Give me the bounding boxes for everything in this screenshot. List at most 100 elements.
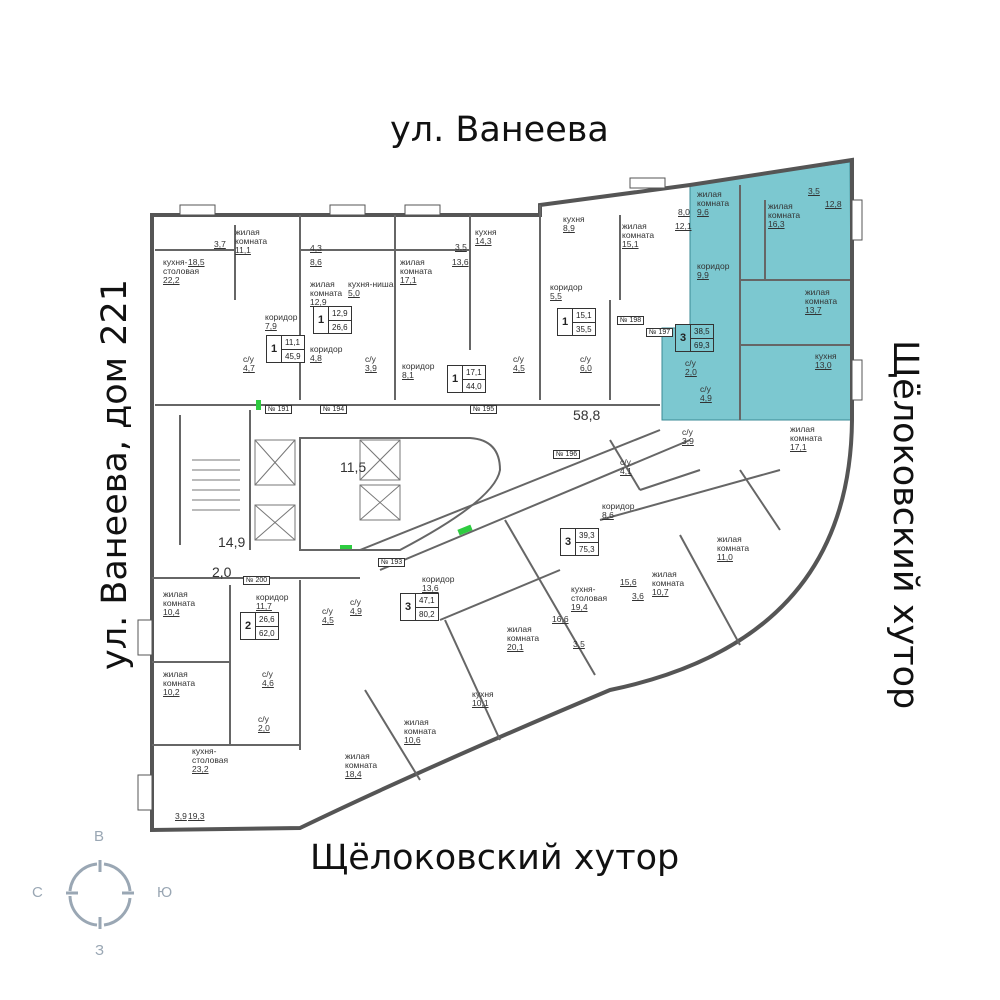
room-area: 7,9: [265, 321, 277, 331]
room-area: 4,5: [322, 615, 334, 625]
room-name: комната: [622, 230, 655, 240]
room-name: жилая: [507, 624, 532, 634]
room-area: 22,2: [163, 275, 180, 285]
room-name: жилая: [345, 751, 370, 761]
room-area: 13,7: [805, 305, 822, 315]
room-label: 12,1: [675, 222, 692, 231]
room-name: коридор: [602, 501, 635, 511]
room-label: 8,0: [678, 208, 690, 217]
room-area: 4,5: [513, 363, 525, 373]
room-area: 10,1: [472, 698, 489, 708]
room-area: 8,6: [602, 510, 614, 520]
room-area: 18,4: [345, 769, 362, 779]
compass-south-label: З: [95, 942, 105, 959]
total-area: 80,2: [419, 610, 435, 619]
room-label: 13,6: [452, 258, 469, 267]
elevator-marker: [340, 545, 352, 549]
room-area: 11,1: [235, 245, 251, 255]
room-area: 5,5: [550, 291, 562, 301]
living-area: 39,3: [576, 529, 598, 543]
room-name: жилая: [652, 569, 677, 579]
elevator-marker: [256, 400, 261, 410]
room-label: 3,6: [632, 592, 644, 601]
living-area: 38,5: [691, 325, 713, 339]
room-name: с/у: [243, 354, 254, 364]
room-area: 3,5: [455, 242, 467, 252]
room-name: коридор: [256, 592, 289, 602]
room-name: коридор: [310, 344, 343, 354]
room-name: жилая: [310, 279, 335, 289]
apartment-number: № 198: [617, 316, 645, 325]
room-area: 4,9: [350, 606, 362, 616]
apartment-number: № 195: [470, 405, 498, 414]
room-area: 11,0: [717, 552, 733, 562]
room-name: комната: [768, 210, 801, 220]
room-area: 16,6: [552, 614, 569, 624]
room-count: 3: [561, 529, 576, 555]
room-area: 9,9: [697, 270, 709, 280]
room-label: 8,6: [310, 258, 322, 267]
room-name: столовая: [192, 755, 229, 765]
room-area: 3,5: [573, 639, 585, 649]
room-name: кухня-: [192, 746, 217, 756]
room-area: 10,6: [404, 735, 421, 745]
balconies: [137, 177, 863, 811]
total-area: 26,6: [332, 323, 348, 332]
room-name: с/у: [258, 714, 269, 724]
room-name: коридор: [697, 261, 730, 271]
living-area: 15,1: [573, 309, 595, 323]
room-area: 14,9: [218, 534, 246, 550]
room-name: комната: [400, 266, 433, 276]
room-name: жилая: [768, 201, 793, 211]
total-area: 75,3: [579, 545, 595, 554]
room-name: комната: [235, 236, 268, 246]
room-label: 19,3: [188, 812, 205, 821]
room-name: столовая: [163, 266, 200, 276]
room-area: 4,1: [620, 466, 632, 476]
room-count: 3: [401, 594, 416, 620]
room-area: 2,0: [212, 564, 232, 580]
living-area: 47,1: [416, 594, 438, 608]
room-name: с/у: [262, 669, 273, 679]
room-name: комната: [163, 598, 196, 608]
room-name: кухня-ниша: [348, 279, 394, 289]
room-name: жилая: [805, 287, 830, 297]
room-area: 58,8: [573, 407, 601, 423]
room-name: кухня: [475, 227, 497, 237]
room-name: кухня-: [571, 584, 596, 594]
elevator-marker: [457, 524, 473, 536]
living-area: 12,9: [329, 307, 351, 321]
room-area: 16,3: [768, 219, 785, 229]
room-area: 8,1: [402, 370, 414, 380]
room-count: 1: [314, 307, 329, 333]
apartment-number: № 191: [265, 405, 293, 414]
room-name: коридор: [402, 361, 435, 371]
